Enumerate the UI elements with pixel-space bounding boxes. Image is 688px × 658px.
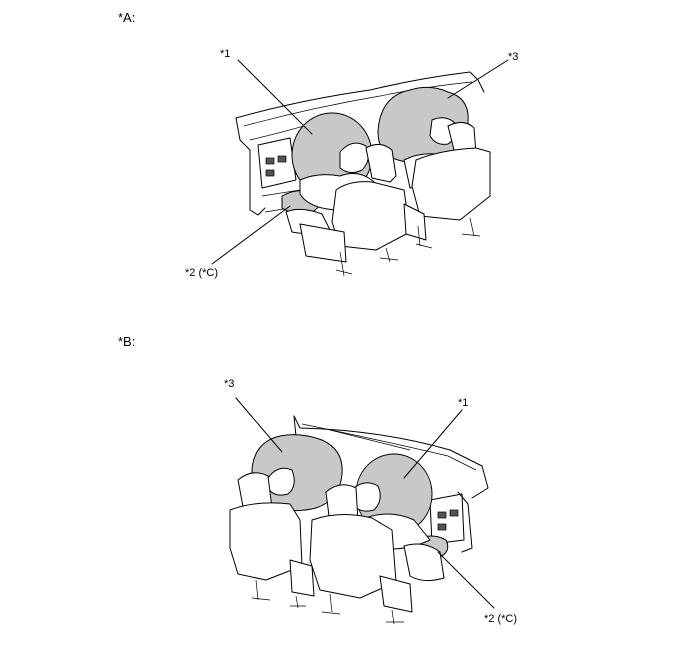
panel-a-callout-2: *2 (*C) — [185, 267, 219, 279]
panel-b-drawing — [229, 397, 495, 625]
panel-a-label: *A: — [118, 10, 136, 25]
panel-b-callout-3: *3 — [224, 378, 235, 390]
panel-a-callout-3: *3 — [508, 51, 519, 63]
panel-b-callout-2: *2 (*C) — [484, 613, 518, 625]
panel-a-callout-1: *1 — [220, 48, 231, 60]
panel-a-drawing — [211, 59, 509, 277]
panel-b-label: *B: — [118, 334, 136, 349]
panel-b-callout-1: *1 — [458, 397, 469, 409]
